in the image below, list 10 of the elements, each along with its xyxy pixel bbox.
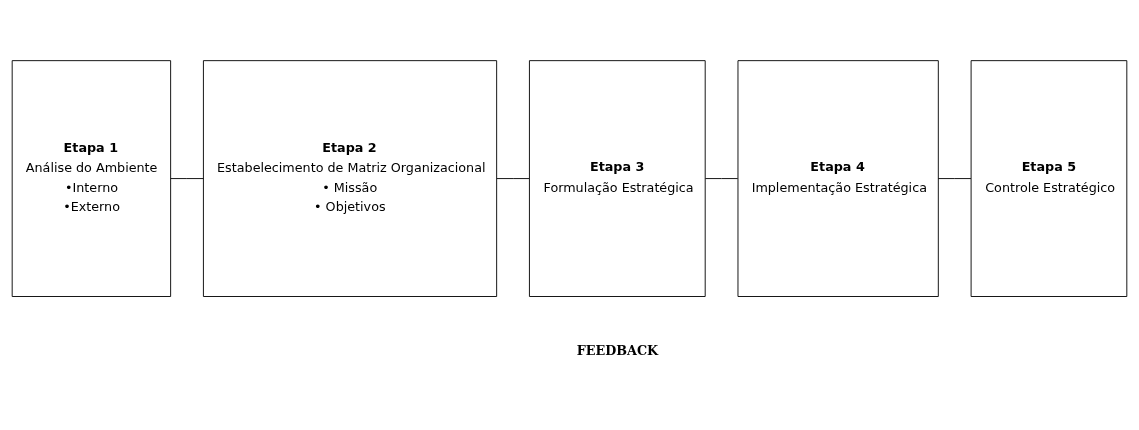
connector [937, 178, 972, 180]
node-box: Etapa 4 Implementação Estratégica [737, 60, 939, 297]
connector [496, 178, 530, 180]
connector [704, 178, 739, 180]
label: FEEDBACK [576, 342, 659, 358]
node-box: Etapa 3 Formulação Estratégica [528, 60, 706, 297]
node-box: Etapa 1 Análise do Ambiente •Interno •Externo [11, 60, 172, 297]
node-box: Etapa 2 Estabelecimento de Matriz Organizacional • Missão • Objetivos [202, 60, 498, 297]
node-box: Etapa 5 Controle Estratégico [970, 60, 1128, 297]
connector [170, 178, 204, 180]
